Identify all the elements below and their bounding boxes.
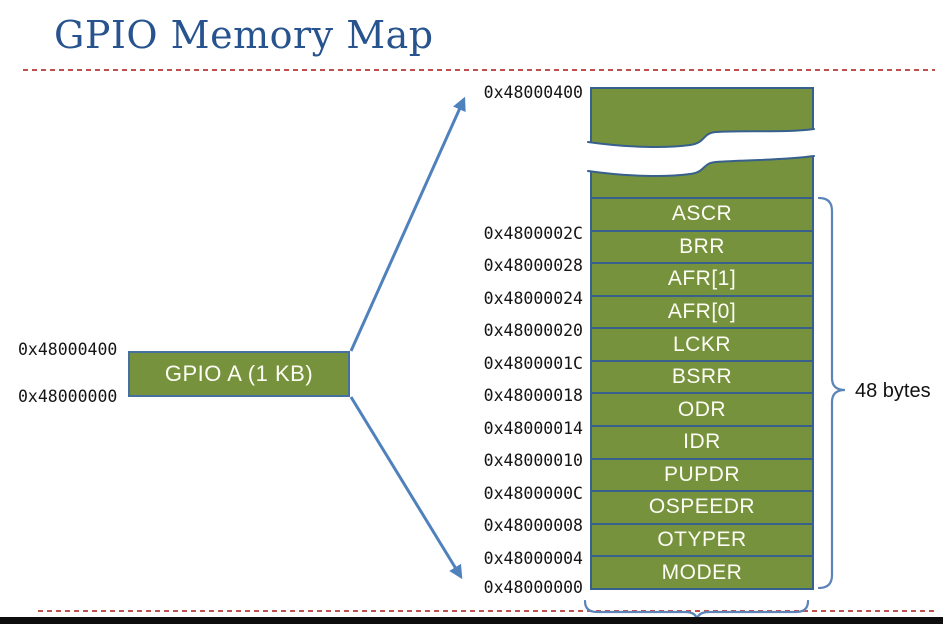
memory-map-stack: ASCR BRR AFR[1] AFR[0] LCKR BSRR ODR IDR… <box>590 87 814 590</box>
register-row: LCKR <box>592 327 812 360</box>
address-label: 0x4800000C <box>483 484 583 503</box>
register-label: OSPEEDR <box>648 495 756 519</box>
register-row: IDR <box>592 425 812 458</box>
arrow-connector-bottom <box>349 396 463 580</box>
address-label: 0x4800002C <box>483 224 583 243</box>
gpioa-top-address: 0x48000400 <box>18 340 118 359</box>
register-rows: ASCR BRR AFR[1] AFR[0] LCKR BSRR ODR IDR… <box>592 197 812 588</box>
register-label: PUPDR <box>663 462 740 486</box>
gpioa-block: GPIO A (1 KB) <box>128 351 350 397</box>
address-label: 0x48000014 <box>483 419 583 438</box>
address-label: 0x48000024 <box>483 289 583 308</box>
curly-brace-right <box>817 196 846 590</box>
register-row: ASCR <box>592 197 812 230</box>
address-label: 0x48000008 <box>483 516 583 535</box>
register-row: ODR <box>592 392 812 425</box>
register-label: LCKR <box>672 332 732 356</box>
register-label: ASCR <box>671 202 733 226</box>
address-label: 0x4800001C <box>483 354 583 373</box>
register-row: AFR[0] <box>592 294 812 328</box>
register-label: BRR <box>679 234 725 258</box>
address-label: 0x48000020 <box>483 321 583 340</box>
register-label: AFR[0] <box>667 300 737 324</box>
register-label: OTYPER <box>657 528 747 552</box>
register-label: MODER <box>661 560 743 584</box>
register-row: MODER <box>592 555 812 588</box>
bottom-bar <box>0 617 943 624</box>
page-title: GPIO Memory Map <box>54 13 434 57</box>
arrow-connector-top <box>349 96 466 352</box>
register-label: IDR <box>683 430 721 454</box>
register-row: PUPDR <box>592 457 812 491</box>
register-row: BRR <box>592 229 812 263</box>
title-divider-dashed <box>23 69 935 71</box>
register-row: BSRR <box>592 359 812 393</box>
address-label: 0x48000010 <box>483 451 583 470</box>
gpioa-bottom-address: 0x48000000 <box>18 387 118 406</box>
address-label: 0x48000004 <box>483 549 583 568</box>
address-label: 0x48000400 <box>483 83 583 102</box>
address-label: 0x48000018 <box>483 386 583 405</box>
address-label: 0x48000000 <box>483 578 583 597</box>
register-row: AFR[1] <box>592 262 812 295</box>
register-row: OSPEEDR <box>592 490 812 523</box>
footer-divider-dashed <box>38 610 935 612</box>
stack-address-column: 0x48000400 0x4800002C 0x48000028 0x48000… <box>440 0 583 624</box>
register-label: ODR <box>677 397 727 421</box>
register-label: BSRR <box>671 365 733 389</box>
address-label: 0x48000028 <box>483 256 583 275</box>
register-label: AFR[1] <box>667 267 737 291</box>
gpioa-block-label: GPIO A (1 KB) <box>164 361 314 386</box>
memory-break-block <box>592 89 812 197</box>
size-label: 48 bytes <box>855 380 931 402</box>
register-row: OTYPER <box>592 522 812 556</box>
